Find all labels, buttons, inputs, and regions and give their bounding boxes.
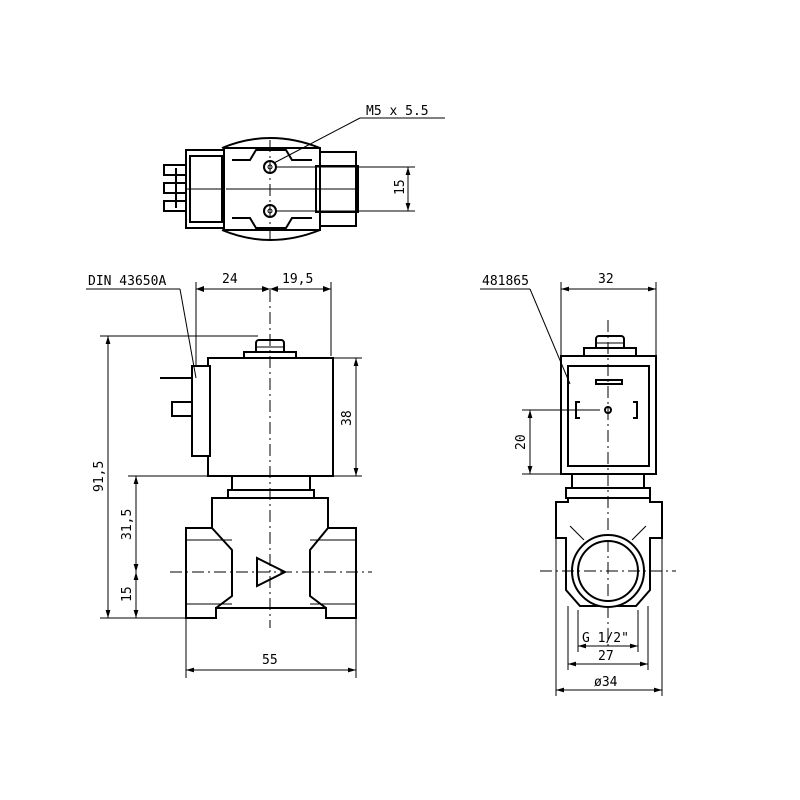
port-thread-label: G 1/2" (582, 631, 629, 646)
dim-20: 20 (514, 434, 529, 450)
dim-24: 24 (222, 272, 238, 287)
dim-top-15: 15 (393, 179, 408, 195)
connector-label: DIN 43650A (88, 274, 166, 289)
dim-31-5: 31,5 (120, 509, 135, 540)
dim-15: 15 (120, 586, 135, 602)
dim-diameter-34: ø34 (594, 675, 618, 690)
side-view: 481865 32 20 G 1/2" 27 ø34 (480, 272, 676, 696)
dim-27: 27 (598, 649, 614, 664)
front-view: DIN 43650A 24 19,5 38 91,5 31,5 15 55 (86, 272, 372, 678)
dim-38: 38 (340, 410, 355, 426)
top-view: M5 x 5.5 15 (163, 104, 445, 241)
dim-32: 32 (598, 272, 614, 287)
thread-label-top: M5 x 5.5 (366, 104, 429, 119)
dim-19-5: 19,5 (282, 272, 313, 287)
dim-91-5: 91,5 (92, 461, 107, 492)
part-number-label: 481865 (482, 274, 529, 289)
dim-55: 55 (262, 653, 278, 668)
